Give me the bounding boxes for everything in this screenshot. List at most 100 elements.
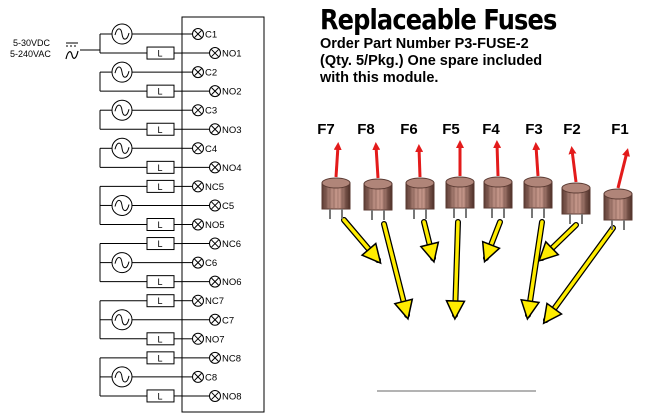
coil-label: L [158, 391, 163, 401]
sine-wave [114, 314, 130, 326]
terminal-label: C7 [222, 315, 234, 326]
fuse-icon [603, 188, 633, 230]
coil-label: L [158, 334, 163, 344]
screw-slot [194, 182, 202, 191]
terminal-label: C4 [205, 144, 217, 155]
yellow-arrowhead-icon [520, 298, 541, 321]
terminal-label: C1 [205, 30, 217, 41]
fuse-icon [445, 176, 475, 218]
yellow-arrowhead-icon [445, 299, 466, 321]
yellow-arrowhead-icon [360, 242, 382, 265]
screw-slot [194, 30, 202, 38]
yellow-arrow-icon [453, 220, 460, 317]
order-part-number: Order Part Number P3-FUSE-2 [320, 36, 529, 52]
red-arrow-icon [333, 142, 342, 178]
terminal-label: NO1 [222, 49, 242, 60]
fuse-cap [561, 182, 591, 194]
terminal-label: NO7 [205, 334, 225, 345]
fuse-icon [523, 176, 553, 218]
fuse-cap [363, 178, 393, 190]
screw-slot [211, 392, 219, 400]
fuse-icon [483, 176, 513, 218]
coil-label: L [158, 353, 163, 363]
fuse-cap [603, 188, 633, 200]
screw-slot [194, 373, 202, 381]
yellow-arrow-icon [544, 226, 615, 322]
terminal-label: NO4 [222, 163, 242, 174]
sine-wave [114, 142, 130, 154]
screw-slot [211, 49, 219, 57]
fuse-icon [561, 182, 591, 224]
terminal-label: C5 [222, 201, 234, 212]
supply-ac-label: 5-240VAC [10, 49, 51, 59]
fuse-position-label: F4 [482, 121, 500, 138]
yellow-arrow-icon [382, 222, 409, 317]
fuse-position-label: F2 [563, 121, 581, 138]
terminal-label: C2 [205, 68, 217, 79]
package-quantity: (Qty. 5/Pkg.) One spare included [320, 53, 543, 69]
yellow-arrowhead-icon [419, 241, 440, 264]
fuse-icon [363, 178, 393, 220]
screw-slot [194, 296, 202, 305]
spare-note: with this module. [320, 70, 439, 86]
screw-slot [211, 201, 219, 210]
screw-slot [194, 258, 202, 267]
supply-dc-label: 5-30VDC [13, 38, 51, 48]
fuse-icon [405, 177, 435, 219]
fuse-cap [483, 176, 513, 188]
red-arrow-icon [372, 142, 381, 179]
coil-label: L [158, 239, 163, 249]
terminal-label: NO6 [222, 277, 242, 288]
coil-label: L [158, 87, 163, 97]
screw-slot [211, 353, 219, 362]
sine-wave [114, 199, 130, 212]
red-arrow-icon [616, 148, 630, 189]
fuse-cap [321, 177, 351, 189]
sine-wave [114, 104, 130, 116]
fuse-position-label: F1 [611, 121, 629, 138]
red-arrow-icon [415, 144, 424, 178]
screw-slot [194, 106, 202, 115]
fuse-cap [405, 177, 435, 189]
red-arrow-icon [568, 146, 578, 183]
sine-wave [114, 256, 130, 269]
terminal-label: NO2 [222, 87, 242, 98]
fuse-position-label: F7 [317, 121, 335, 138]
fuse-info-panel: Replaceable Fuses Order Part Number P3-F… [320, 4, 650, 87]
screw-slot [194, 68, 202, 76]
fuse-position-label: F3 [525, 121, 543, 138]
terminal-block-outline [181, 16, 265, 413]
screw-slot [194, 220, 202, 229]
terminal-label: NO3 [222, 125, 242, 136]
coil-label: L [158, 296, 163, 306]
terminal-label: NC6 [222, 239, 241, 250]
sine-wave [114, 371, 130, 383]
terminal-label: NC7 [205, 296, 224, 307]
terminal-label: NO5 [205, 220, 225, 231]
coil-label: L [158, 49, 163, 59]
screw-slot [211, 315, 219, 324]
coil-label: L [158, 277, 163, 287]
screw-slot [211, 125, 219, 134]
dc-symbol-icon [66, 42, 78, 47]
fuse-cap [523, 176, 553, 188]
ac-symbol-icon [65, 50, 79, 60]
yellow-arrowhead-icon [481, 240, 501, 264]
red-arrow-icon [493, 140, 502, 177]
terminal-label: NC5 [205, 182, 224, 193]
screw-slot [211, 277, 219, 286]
fuse-title: Replaceable Fuses [320, 3, 557, 36]
terminal-label: C6 [205, 258, 217, 269]
wiring-diagram: C1NO1C2NO2C3NO3C4NO4NC5C5NO5NC6C6NO6NC7C… [10, 16, 265, 413]
screw-slot [211, 163, 219, 172]
yellow-arrowhead-icon [542, 302, 563, 325]
fuse-position-label: F6 [400, 121, 418, 138]
coil-label: L [158, 220, 163, 230]
screw-slot [211, 87, 219, 96]
yellow-arrowhead-icon [537, 240, 560, 262]
terminal-label: C3 [205, 106, 217, 117]
coil-label: L [158, 163, 163, 173]
terminal-label: C8 [205, 372, 217, 383]
yellow-arrowhead-icon [393, 298, 414, 321]
terminal-label: NC8 [222, 353, 241, 364]
